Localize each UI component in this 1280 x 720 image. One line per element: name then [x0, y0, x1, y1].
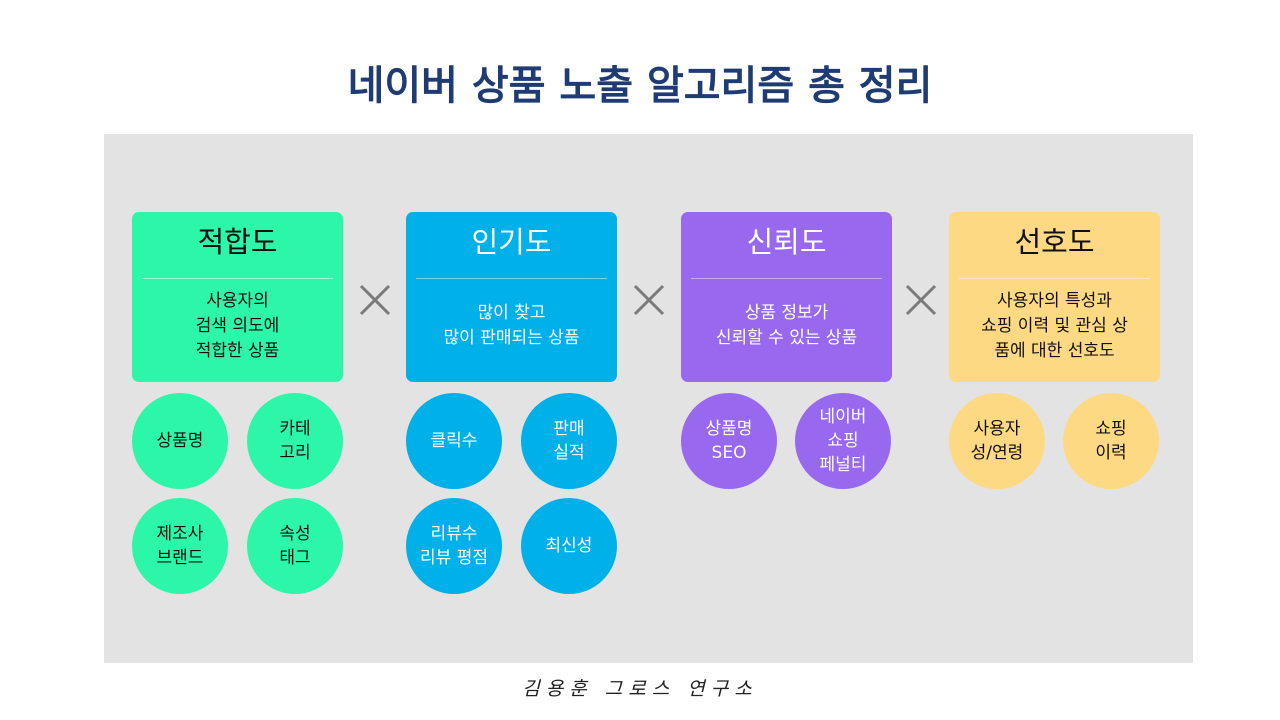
factor-description: 사용자의 검색 의도에 적합한 상품: [195, 291, 280, 361]
factor-item: 클릭수: [406, 393, 502, 489]
factor-card-reliability: 신뢰도 상품 정보가 신뢰할 수 있는 상품: [681, 212, 892, 382]
multiply-icon: [633, 284, 665, 316]
page-title: 네이버 상품 노출 알고리즘 총 정리: [347, 63, 933, 109]
factor-item: 카테 고리: [247, 393, 343, 489]
factor-item: 쇼핑 이력: [1063, 393, 1159, 489]
factor-title: 적합도: [197, 225, 278, 259]
factor-item: 판매 실적: [521, 393, 617, 489]
divider: [142, 278, 333, 279]
factor-card-popularity: 인기도 많이 찾고 많이 판매되는 상품: [406, 212, 617, 382]
factor-card-relevance: 적합도 사용자의 검색 의도에 적합한 상품: [132, 212, 343, 382]
multiply-icon: [359, 284, 391, 316]
author-signature: 김용훈 그로스 연구소: [522, 678, 758, 700]
factor-item: 네이버 쇼핑 페널티: [795, 393, 891, 489]
factor-item: 상품명 SEO: [681, 393, 777, 489]
divider: [691, 278, 882, 279]
factor-description: 많이 찾고 많이 판매되는 상품: [443, 303, 580, 348]
factor-item: 최신성: [521, 498, 617, 594]
factor-item: 리뷰수 리뷰 평점: [406, 498, 502, 594]
multiply-icon: [905, 284, 937, 316]
factor-item: 제조사 브랜드: [132, 498, 228, 594]
factor-description: 상품 정보가 신뢰할 수 있는 상품: [715, 303, 858, 348]
factor-item: 사용자 성/연령: [949, 393, 1045, 489]
divider: [416, 278, 607, 279]
factor-title: 신뢰도: [746, 225, 827, 259]
factor-item: 상품명: [132, 393, 228, 489]
factor-title: 인기도: [471, 225, 552, 259]
factor-item: 속성 태그: [247, 498, 343, 594]
factor-description: 사용자의 특성과 쇼핑 이력 및 관심 상 품에 대한 선호도: [981, 291, 1128, 361]
factor-card-preference: 선호도 사용자의 특성과 쇼핑 이력 및 관심 상 품에 대한 선호도: [949, 212, 1160, 382]
divider: [959, 278, 1150, 279]
factor-title: 선호도: [1014, 225, 1095, 259]
